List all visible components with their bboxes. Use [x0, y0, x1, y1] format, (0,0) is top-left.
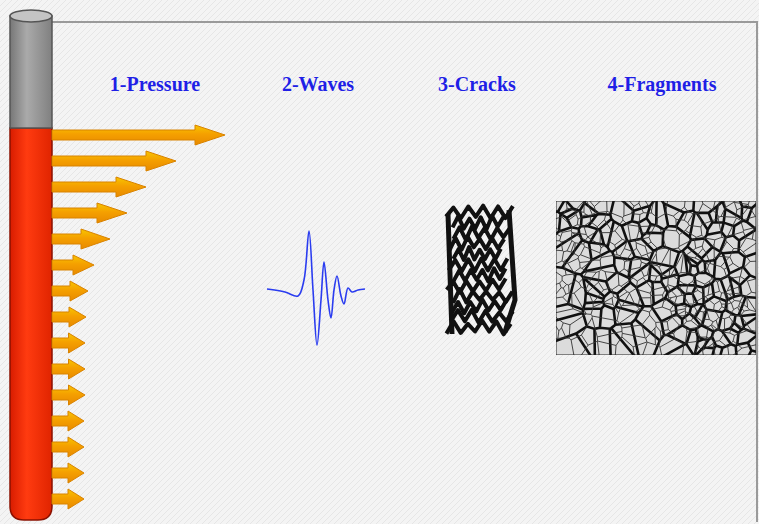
- fragment-texture: [556, 201, 756, 355]
- pressure-arrow: [52, 307, 86, 327]
- pressure-arrow: [52, 437, 84, 457]
- pressure-arrow: [52, 489, 84, 509]
- pressure-arrow: [52, 359, 85, 379]
- pressure-arrow: [52, 333, 85, 353]
- crack-sketch: [446, 206, 515, 335]
- pressure-arrow: [52, 151, 176, 171]
- pressure-arrow: [52, 177, 146, 197]
- pressure-arrow: [52, 463, 84, 483]
- pressure-arrow: [52, 203, 127, 223]
- pressure-arrows: [52, 125, 225, 509]
- pressure-arrow: [52, 125, 225, 145]
- crack-stroke: [453, 226, 509, 240]
- fragment-cracks: [556, 201, 756, 355]
- wave-signal: [267, 231, 365, 345]
- pressure-arrow: [52, 411, 84, 431]
- pressure-arrow: [52, 281, 88, 301]
- borehole-column: [10, 10, 52, 520]
- label-holder: 4-Fragments: [608, 73, 717, 95]
- stage-label: 3-Cracks: [438, 73, 516, 95]
- crack-stroke: [449, 258, 508, 271]
- label-holder: 2-Waves: [282, 73, 354, 95]
- stage-label: 2-Waves: [282, 73, 354, 95]
- label-holder: 1-Pressure: [110, 73, 200, 95]
- stage-label: 4-Fragments: [608, 73, 717, 95]
- crack-stroke: [446, 321, 510, 335]
- fragment-border: [556, 201, 756, 355]
- pressure-arrow: [52, 229, 110, 249]
- crack-stroke: [447, 279, 506, 293]
- stage-label: 1-Pressure: [110, 73, 200, 95]
- crack-stroke: [448, 210, 515, 334]
- fragment-fine-cracks: [556, 201, 756, 355]
- pressure-arrow: [52, 255, 94, 275]
- pressure-arrow: [52, 385, 85, 405]
- label-holder: 3-Cracks: [438, 73, 516, 95]
